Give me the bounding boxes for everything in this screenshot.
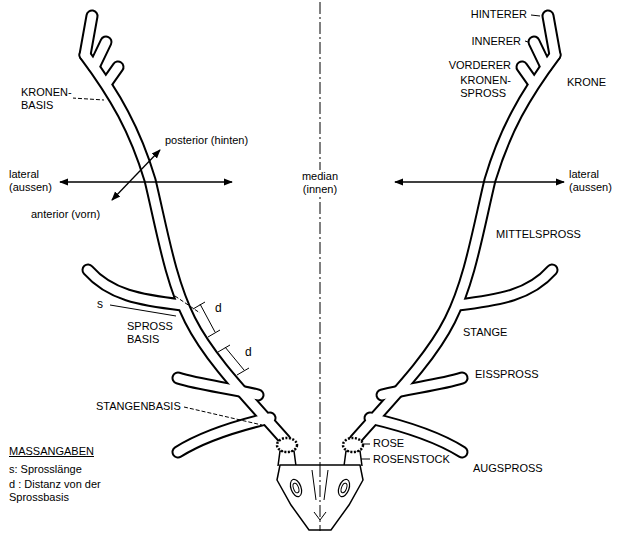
dimension-line (225, 347, 244, 370)
median-axis (320, 2, 321, 531)
part-label: ROSENSTOCK (372, 453, 451, 466)
part-label: SPROSS BASIS (126, 320, 174, 346)
tine-label: VORDERER (448, 59, 512, 72)
part-label: STANGE (462, 326, 508, 339)
tine-label: EISSPROSS (474, 368, 540, 381)
direction-label: posterior (hinten) (164, 134, 249, 147)
direction-label: lateral (aussen) (568, 168, 613, 194)
leader-line (525, 41, 528, 42)
legend-entry: d : Distanz von der Sprossbasis (8, 478, 128, 504)
dimension-line (200, 304, 215, 332)
part-label: ROSE (372, 437, 405, 450)
part-label: STANGENBASIS (95, 400, 182, 413)
tine-label: MITTELSPROSS (495, 228, 582, 241)
dimension-symbol: s (96, 298, 104, 311)
direction-label: lateral (aussen) (8, 168, 53, 194)
dimension-line (110, 305, 176, 316)
tine-label: AUGSPROSS (472, 462, 544, 475)
part-label: KRONE (566, 76, 607, 89)
direction-label: anterior (vorn) (30, 208, 101, 221)
pedicle (344, 451, 362, 466)
direction-label: median (innen) (301, 170, 339, 196)
crown-base-label: KRONEN- BASIS (20, 86, 73, 112)
legend-heading: MASSANGABEN (8, 445, 95, 458)
tine-label: INNERER (470, 35, 522, 48)
direction-arrow (60, 181, 232, 182)
direction-arrow (395, 181, 564, 182)
legend-entry: s: Sprosslänge (8, 463, 83, 476)
dimension-symbol: d (244, 346, 253, 359)
leader-line (531, 15, 540, 16)
leader-line (184, 407, 262, 425)
pedicle (278, 451, 296, 466)
direction-arrow (112, 150, 160, 200)
leader-line (361, 459, 370, 460)
tine-label: HINTERER (470, 8, 528, 21)
rose-ring (277, 438, 297, 452)
leader-line (72, 98, 104, 100)
tine-label: KRONEN- SPROSS (459, 74, 512, 100)
skull (277, 465, 363, 530)
spross-basis-line (175, 296, 200, 313)
leader-line (362, 444, 370, 445)
dimension-symbol: d (214, 302, 223, 315)
rose-ring (343, 438, 363, 452)
